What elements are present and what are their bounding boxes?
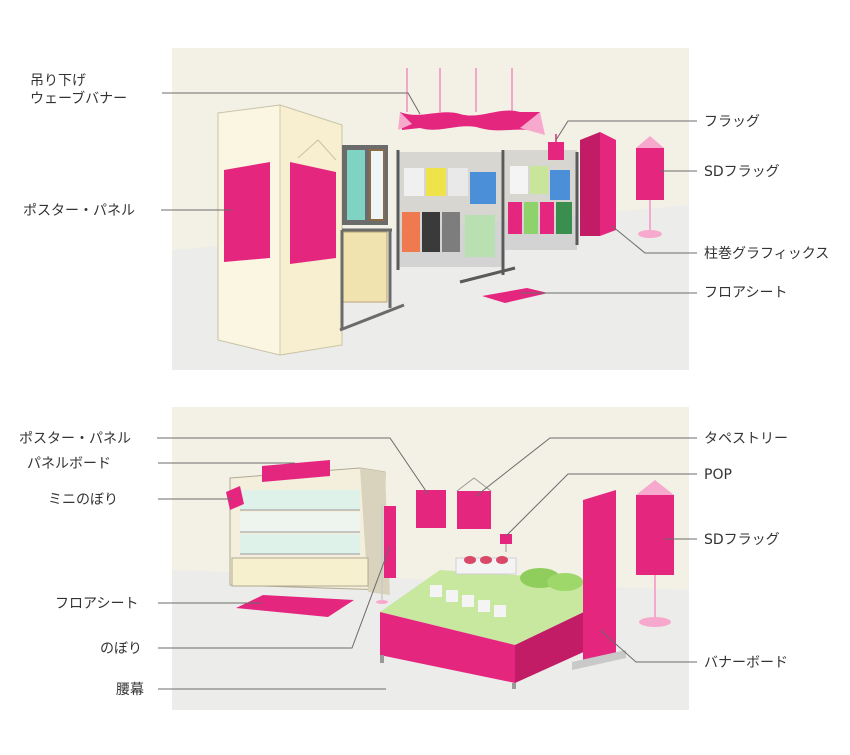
label-wave-banner-line1: 吊り下げ (30, 73, 86, 89)
floor-sheet-bottom-graphic (236, 595, 354, 617)
label-koshimaku: 腰幕 (116, 682, 144, 698)
sd-flag-top-graphic (636, 136, 664, 238)
panel-board-graphic (262, 460, 330, 482)
poster-panel-bottom-graphic (416, 490, 446, 528)
label-nobori: のぼり (100, 641, 142, 657)
poster-panel-right (290, 162, 336, 264)
pop-graphic (500, 534, 512, 552)
label-sd-flag-top: SDフラッグ (704, 164, 780, 180)
tapestry-graphic (456, 477, 492, 529)
pillar-graphics-graphic (580, 132, 616, 236)
label-pillar-graphics: 柱巻グラフィックス (704, 246, 829, 262)
label-mini-nobori: ミニのぼり (48, 492, 118, 508)
floor-sheet-top-graphic (482, 288, 548, 303)
leader-poster-panel-bottom (157, 437, 429, 495)
pillar-structure (217, 104, 343, 356)
top-scene (172, 48, 689, 370)
leader-tapestry (475, 437, 697, 497)
bottom-scene (172, 407, 689, 710)
label-tapestry: タペストリー (704, 431, 788, 447)
koshimaku-graphic (380, 612, 515, 683)
label-floor-sheet-bottom: フロアシート (55, 596, 138, 612)
leader-wave-banner (162, 92, 421, 115)
produce-table (380, 556, 588, 689)
label-pop: POP (704, 467, 732, 483)
top-labels: 吊り下げ ウェーブバナー ポスター・パネル フラッグ SDフラッグ 柱巻グラフィ… (23, 73, 829, 301)
flag-graphic (548, 134, 564, 160)
leader-banner-board (599, 629, 697, 663)
leader-pillar-graphics (611, 225, 697, 254)
label-poster-panel-top: ポスター・パネル (23, 203, 135, 219)
refrigerated-showcase (226, 460, 390, 595)
gondola-racks (396, 150, 579, 284)
bottom-labels: ポスター・パネル パネルボード ミニのぼり フロアシート のぼり 腰幕 タペスト… (19, 431, 788, 698)
label-poster-panel-bottom: ポスター・パネル (19, 431, 131, 447)
clothing-rack-left (339, 145, 405, 332)
label-floor-sheet-top: フロアシート (704, 285, 787, 301)
sd-flag-bottom-graphic (636, 480, 674, 627)
leader-pop (505, 473, 697, 537)
label-panel-board: パネルボード (27, 456, 111, 472)
leader-nobori (158, 545, 391, 649)
wave-banner-graphic (398, 68, 545, 135)
banner-board-graphic (572, 490, 626, 670)
label-sd-flag-bottom: SDフラッグ (704, 532, 780, 548)
nobori-graphic (376, 505, 396, 604)
label-banner-board: バナーボード (704, 655, 788, 671)
mini-nobori-graphic (226, 486, 244, 510)
poster-panel-left (224, 162, 270, 262)
label-flag: フラッグ (704, 114, 760, 130)
label-wave-banner-line2: ウェーブバナー (30, 90, 127, 107)
leader-flag (555, 120, 697, 141)
